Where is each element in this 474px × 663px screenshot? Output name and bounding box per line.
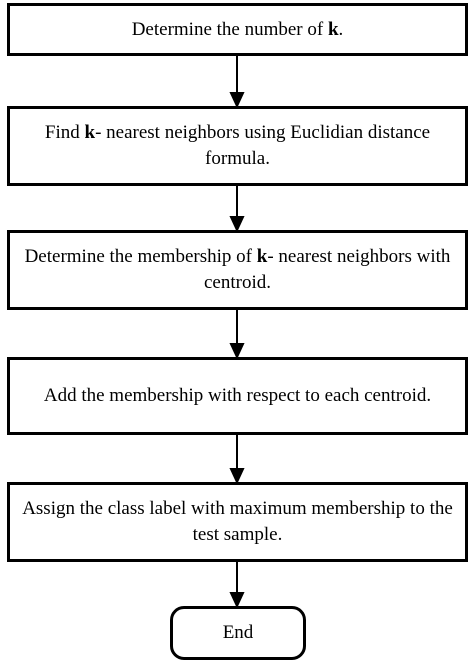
step-1-text-pre: Determine the number of <box>131 18 328 40</box>
step-3-text-pre: Determine the membership of <box>24 246 257 267</box>
step-4-text: Add the membership with respect to each … <box>43 385 432 406</box>
step-determine-k: Determine the number of k. <box>7 3 468 56</box>
step-2-text-pre: Find <box>44 122 85 143</box>
end-terminator: End <box>170 606 306 660</box>
arrowhead-5 <box>229 592 245 609</box>
step-5-text: Assign the class label with maximum memb… <box>22 498 453 545</box>
arrowhead-1 <box>229 92 245 109</box>
step-3-k: k <box>256 246 268 267</box>
step-1-k: k <box>327 18 339 40</box>
step-determine-membership: Determine the membership of k- nearest n… <box>7 230 468 310</box>
arrowhead-4 <box>229 468 245 485</box>
step-2-text-post: - nearest neighbors using Euclidian dist… <box>95 122 431 169</box>
step-2-k: k <box>84 122 96 143</box>
step-assign-class-label: Assign the class label with maximum memb… <box>7 482 468 562</box>
step-3-text: Determine the membership of k- nearest n… <box>20 244 455 296</box>
step-1-text-post: . <box>338 18 344 40</box>
arrowhead-2 <box>229 216 245 233</box>
step-1-text: Determine the number of k. <box>132 17 344 43</box>
step-3-text-post: - nearest neighbors with centroid. <box>203 246 451 293</box>
end-label: End <box>222 622 254 643</box>
step-2-text: Find k- nearest neighbors using Euclidia… <box>20 120 455 172</box>
arrowhead-3 <box>229 343 245 360</box>
step-add-membership: Add the membership with respect to each … <box>7 357 468 435</box>
step-find-neighbors: Find k- nearest neighbors using Euclidia… <box>7 106 468 186</box>
